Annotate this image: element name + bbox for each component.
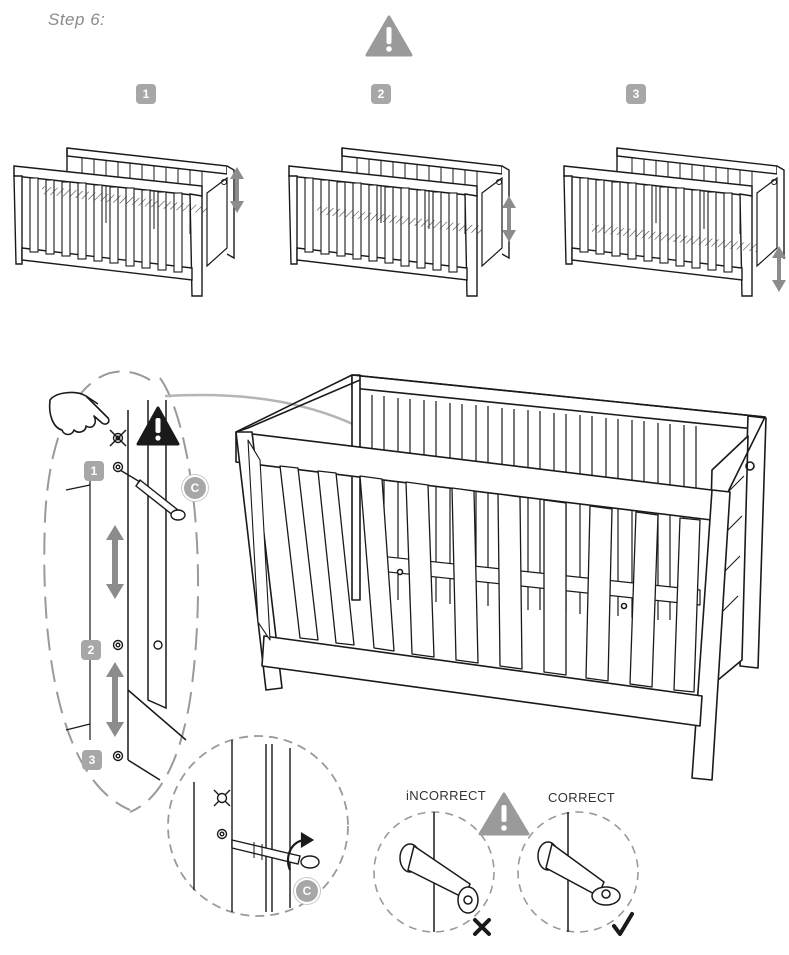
double-arrow-icon [502, 196, 516, 242]
correct-label: CORRECT [548, 790, 616, 805]
position-badge-1: 1 [136, 84, 156, 104]
incorrect-label: iNCORRECT [406, 788, 487, 803]
warning-triangle-icon [478, 792, 530, 836]
position-badge-2: 2 [371, 84, 391, 104]
double-arrow-icon [230, 167, 244, 213]
hole-badge-3: 3 [82, 750, 102, 770]
position-badge-3: 3 [626, 84, 646, 104]
hand-pointer-icon [48, 391, 110, 436]
warning-triangle-icon [136, 406, 180, 446]
rotate-arrow-icon [286, 832, 315, 871]
step-title: Step 6: [48, 10, 106, 29]
cross-mark-icon [473, 918, 491, 936]
bolt-callout-c-lower: C [296, 880, 318, 902]
hole-badge-2: 2 [81, 640, 101, 660]
check-mark-icon [612, 912, 634, 936]
bolt-callout-c: C [184, 477, 206, 499]
double-arrow-icon [772, 246, 786, 292]
hole-badge-1: 1 [84, 461, 104, 481]
